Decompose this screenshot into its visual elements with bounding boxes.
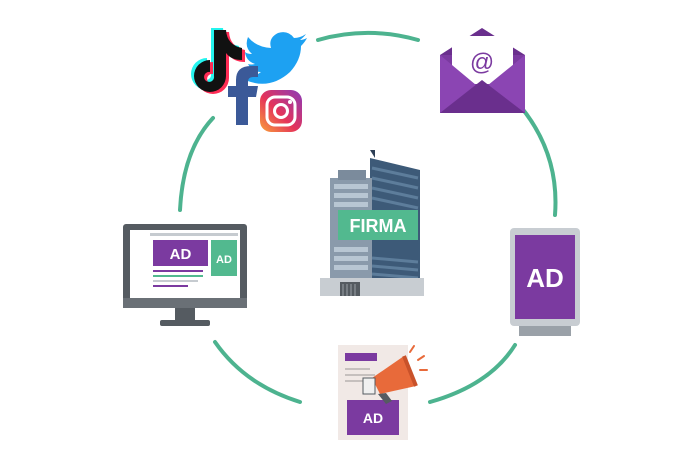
instagram-icon (260, 90, 302, 132)
facebook-icon (228, 66, 258, 125)
monitor-icon: AD AD (123, 224, 247, 326)
office-building-icon: FIRMA (320, 150, 424, 296)
ring-arc-top-right (513, 98, 558, 217)
ring-arc-top (316, 30, 420, 42)
tiktok-icon (191, 28, 245, 94)
billboard-icon: AD (510, 228, 580, 336)
ring-arc-bottom-right (428, 343, 517, 404)
envelope-icon: @ (440, 28, 525, 113)
email-at-symbol: @ (470, 49, 494, 76)
ring-arc-bottom-left (213, 340, 302, 404)
billboard-ad: AD (526, 263, 564, 293)
social-media-group (191, 28, 307, 132)
megaphone-icon (362, 345, 428, 404)
monitor-ad-primary: AD (170, 246, 192, 263)
ring-arc-left (178, 116, 215, 212)
flyer-icon: AD (338, 345, 408, 440)
company-label: FIRMA (350, 216, 407, 236)
monitor-ad-secondary: AD (216, 254, 232, 266)
flyer-ad: AD (363, 410, 383, 426)
